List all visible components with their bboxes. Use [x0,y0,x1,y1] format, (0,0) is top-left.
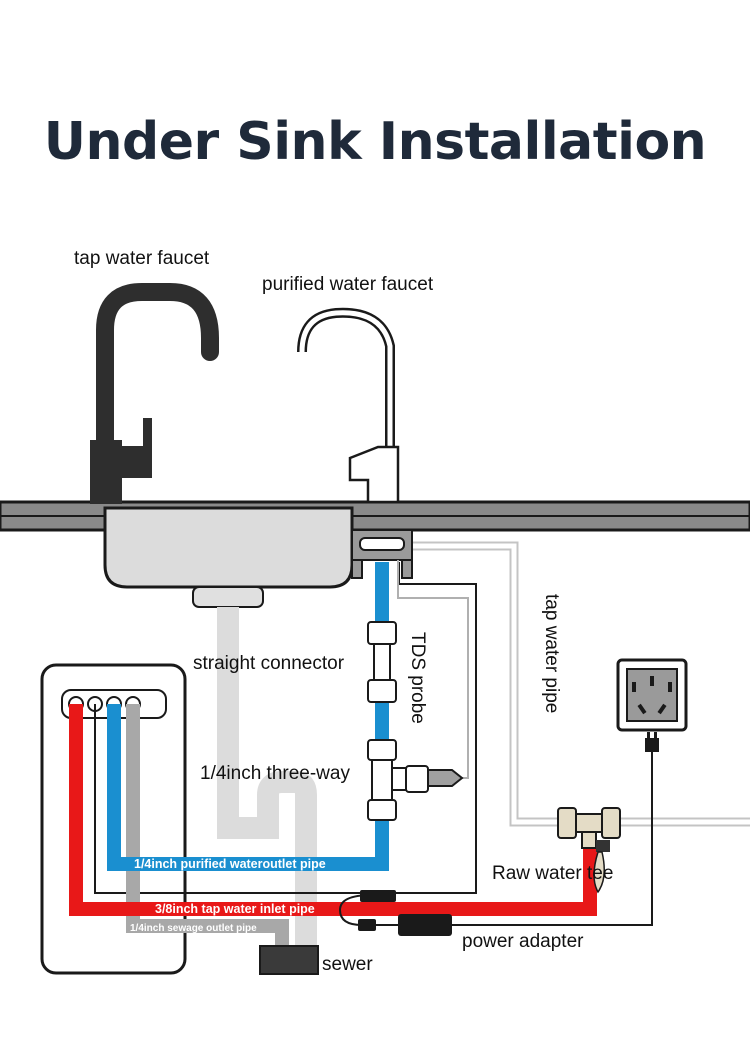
label-straight-connector: straight connector [193,653,345,674]
label-sewage-outlet-pipe: 1/4inch sewage outlet pipe [130,923,257,934]
tap-water-pipe [402,541,750,827]
purified-outlet-pipe [107,562,389,871]
label-power-adapter: power adapter [462,931,584,952]
label-tap-water-pipe: tap water pipe [541,594,562,713]
label-tds-probe: TDS probe [407,632,428,724]
tap-inlet-pipe [69,704,597,916]
drain-pipe [217,607,317,952]
power-cable [452,752,653,926]
power-plug [645,732,659,752]
label-purified-water-faucet: purified water faucet [262,274,434,295]
raw-water-tee [557,807,621,894]
power-adapter [398,914,452,936]
straight-connector [367,621,397,703]
adapter-connector-top [360,890,396,902]
tap-water-faucet [90,283,219,504]
purified-water-faucet [297,307,400,504]
sewer-box [259,945,319,975]
label-tap-inlet-pipe: 3/8inch tap water inlet pipe [155,902,315,916]
sink-drain [192,586,264,608]
label-raw-water-tee: Raw water tee [492,863,613,884]
label-purified-outlet-pipe: 1/4inch purified wateroutlet pipe [134,857,326,871]
sink-basin [103,506,354,589]
sewage-outlet-pipe [126,704,289,948]
label-three-way: 1/4inch three-way [200,763,350,784]
label-sewer: sewer [322,954,373,975]
page-title: Under Sink Installation [43,112,707,172]
adapter-cable [338,894,398,926]
faucet-base-fitting [351,529,413,579]
probe-sensor-wire [397,560,469,779]
adapter-connector-bottom [358,919,376,931]
wall-socket [616,658,688,732]
label-tap-water-faucet: tap water faucet [74,248,210,269]
three-way-connector [367,739,464,821]
